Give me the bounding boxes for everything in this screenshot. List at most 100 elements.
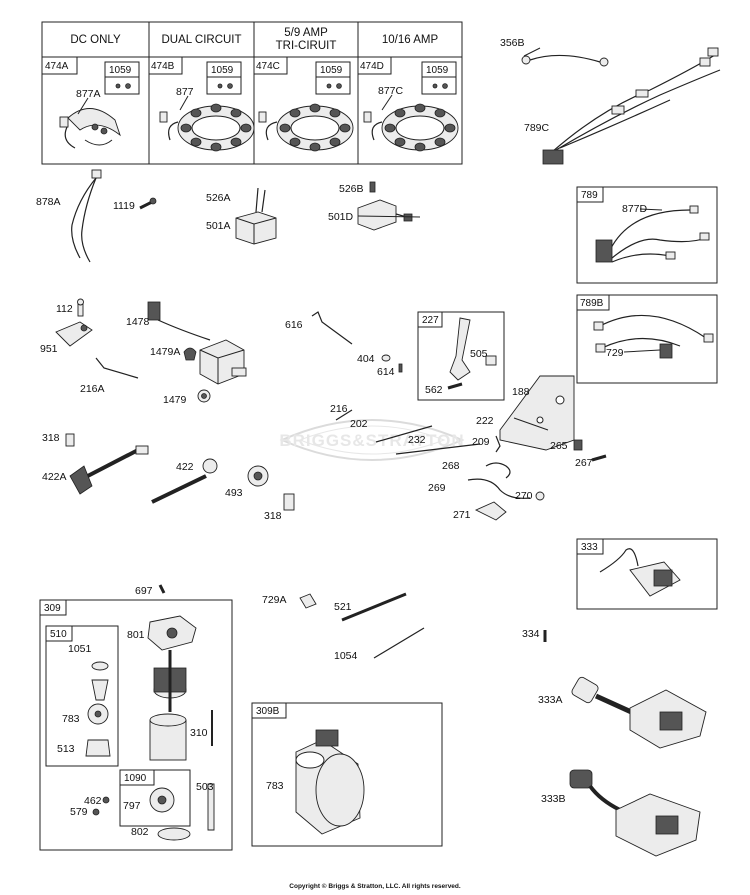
kit-474a: 474A	[45, 61, 69, 72]
ground-wire-356b	[521, 54, 609, 67]
label-729a: 729A	[262, 594, 287, 606]
label-562: 562	[425, 384, 443, 396]
label-1051: 1051	[68, 643, 92, 655]
label-202: 202	[350, 418, 368, 430]
wire-878a	[71, 169, 102, 263]
part-209	[495, 435, 501, 453]
label-112: 112	[56, 303, 73, 315]
ignition-box-333	[576, 538, 718, 610]
label-951: 951	[40, 343, 58, 355]
label-877a: 877A	[76, 88, 101, 100]
rod-202	[375, 425, 433, 443]
label-270: 270	[515, 490, 533, 502]
label-188: 188	[512, 386, 530, 398]
label-1054: 1054	[334, 650, 358, 662]
kit-474b: 474B	[151, 61, 175, 72]
kit-474d: 474D	[360, 61, 384, 72]
label-877: 877	[176, 86, 194, 98]
screw-697	[158, 584, 166, 594]
stator-474d	[363, 103, 459, 152]
label-216a: 216A	[80, 383, 105, 395]
label-268: 268	[442, 460, 460, 472]
label-265: 265	[550, 440, 568, 452]
label-422a: 422A	[42, 471, 67, 483]
label-526a: 526A	[206, 192, 231, 204]
stator-474a	[59, 108, 121, 149]
part-1479a	[183, 347, 197, 361]
label-1479a: 1479A	[150, 346, 181, 358]
box-label-309b: 309B	[256, 706, 280, 717]
label-356b: 356B	[500, 37, 525, 49]
label-269: 269	[428, 482, 446, 494]
label-209: 209	[472, 436, 490, 448]
stator-474b	[159, 103, 255, 152]
spring-268	[485, 462, 511, 479]
header-dual-circuit: DUAL CIRCUIT	[161, 34, 242, 46]
header-10-16-amp: 10/16 AMP	[381, 34, 439, 46]
sub-1059-a: 1059	[109, 65, 132, 76]
battery-cable-422a	[69, 445, 149, 495]
label-877c: 877C	[378, 85, 404, 97]
label-334: 334	[522, 628, 540, 640]
header-dc-only: DC ONLY	[70, 34, 121, 46]
sub-1059-d: 1059	[426, 65, 449, 76]
label-802: 802	[131, 826, 149, 838]
label-505: 505	[470, 348, 488, 360]
part-404	[381, 354, 391, 362]
solenoid-1478	[147, 301, 247, 385]
label-797: 797	[123, 800, 141, 812]
ignition-coil-333b	[569, 769, 701, 857]
label-526b: 526B	[339, 183, 364, 195]
starter-box-309b	[251, 702, 443, 847]
rod-232	[395, 443, 481, 455]
watermark-logo: BRIGGS&STRATTON	[279, 419, 465, 461]
kit-474c: 474C	[256, 61, 280, 72]
harness-box-789b	[576, 294, 718, 384]
label-493: 493	[225, 487, 243, 499]
box-label-789: 789	[581, 190, 598, 201]
header-tri-circuit: 5/9 AMP TRI-CIRUIT	[275, 27, 337, 52]
regulator-501d	[357, 181, 413, 231]
cable-422	[151, 458, 218, 504]
harness-box-789	[576, 186, 718, 284]
part-614	[398, 363, 403, 373]
label-422: 422	[176, 461, 194, 473]
label-501d: 501D	[328, 211, 354, 223]
rod-521	[341, 592, 407, 622]
part-112	[77, 298, 84, 317]
label-404: 404	[357, 353, 375, 365]
bolt-318-bottom	[283, 493, 295, 511]
label-801: 801	[127, 629, 145, 641]
box-label-510: 510	[50, 629, 67, 640]
bracket-951	[55, 321, 93, 347]
label-877d: 877D	[622, 203, 648, 215]
stator-table	[41, 21, 463, 165]
label-232: 232	[408, 434, 426, 446]
label-616: 616	[285, 319, 303, 331]
part-265	[573, 439, 583, 451]
regulator-501a	[235, 187, 277, 245]
label-878a: 878A	[36, 196, 61, 208]
label-216: 216	[330, 403, 348, 415]
label-318-top: 318	[42, 432, 60, 444]
label-1478: 1478	[126, 316, 150, 328]
label-267: 267	[575, 457, 593, 469]
sub-1059-b: 1059	[211, 65, 234, 76]
label-310: 310	[190, 727, 208, 739]
label-789c: 789C	[524, 122, 550, 134]
label-1119: 1119	[113, 200, 135, 212]
label-333b: 333B	[541, 793, 566, 805]
screw-1119	[139, 197, 157, 210]
box-label-309: 309	[44, 603, 61, 614]
label-783-a: 783	[62, 713, 80, 725]
copyright-notice: Copyright © Briggs & Stratton, LLC. All …	[289, 883, 461, 890]
link-216	[335, 409, 353, 421]
leader-lines	[77, 47, 663, 353]
bracket-729a	[299, 593, 317, 609]
nut-270	[535, 491, 545, 501]
label-222: 222	[476, 415, 494, 427]
label-462: 462	[84, 795, 102, 807]
label-1479: 1479	[163, 394, 187, 406]
starter-box-309	[39, 599, 233, 851]
label-333a: 333A	[538, 694, 563, 706]
